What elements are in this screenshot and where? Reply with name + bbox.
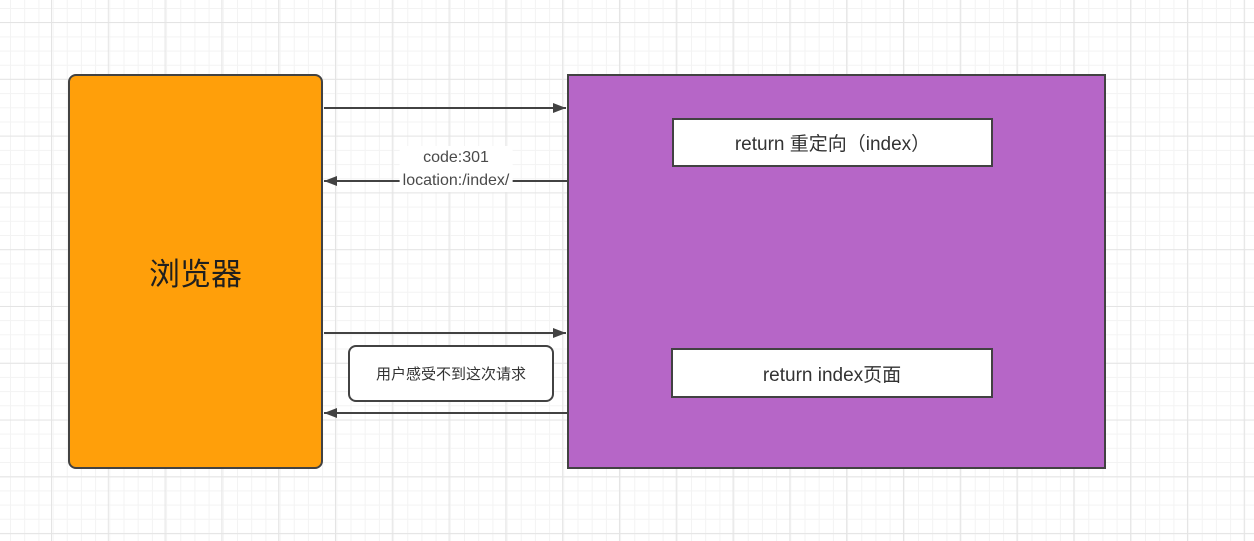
redirect-location-text: location:/index/ xyxy=(402,172,510,189)
browser-node-label: 浏览器 xyxy=(149,257,242,292)
redirect-code-text: code:301 xyxy=(423,149,489,166)
index-response-label: return index页面 xyxy=(762,364,902,386)
redirect-response-node: return 重定向（index） xyxy=(672,118,993,167)
hidden-request-note-text: 用户感受不到这次请求 xyxy=(375,366,526,383)
browser-node: 浏览器 xyxy=(68,74,323,469)
redirect-arrow-label: code:301 location:/index/ xyxy=(399,146,513,192)
index-response-node: return index页面 xyxy=(671,348,993,398)
hidden-request-note: 用户感受不到这次请求 xyxy=(348,345,554,402)
redirect-response-label: return 重定向（index） xyxy=(734,134,931,155)
